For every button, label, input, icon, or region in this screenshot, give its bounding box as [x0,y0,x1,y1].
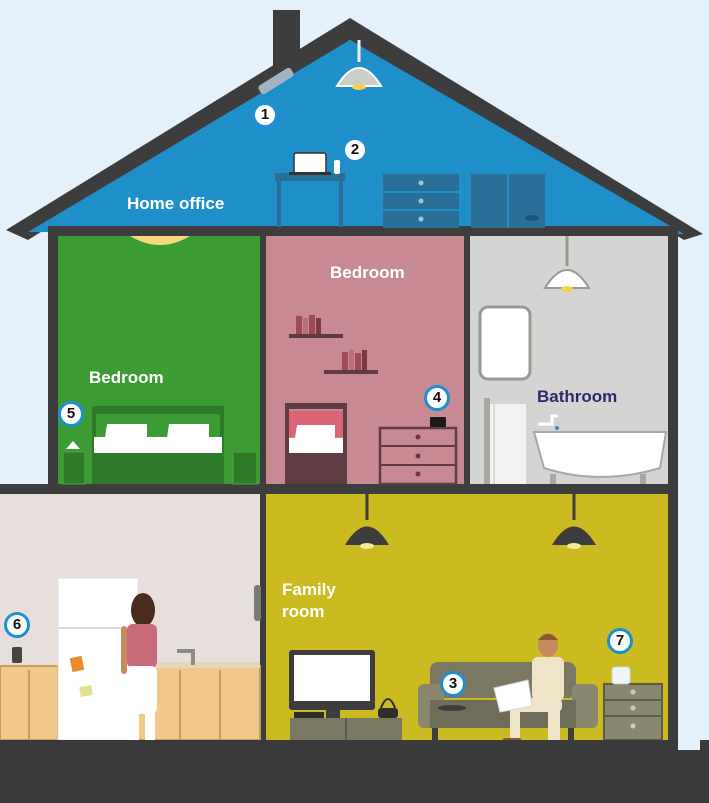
marker-6[interactable]: 6 [4,612,30,638]
room-label-bedroom-middle: Bedroom [330,263,405,282]
marker-2[interactable]: 2 [342,137,368,163]
room-label-home-office: Home office [127,194,225,213]
room-label-family-room: Family room [282,580,336,621]
marker-3[interactable]: 3 [440,671,466,697]
marker-5[interactable]: 5 [58,401,84,427]
marker-4[interactable]: 4 [424,385,450,411]
marker-7[interactable]: 7 [607,628,633,654]
ground [0,740,678,803]
room-label-bathroom: Bathroom [537,387,618,406]
marker-1[interactable]: 1 [252,102,278,128]
room-label-bedroom-left: Bedroom [89,368,164,387]
